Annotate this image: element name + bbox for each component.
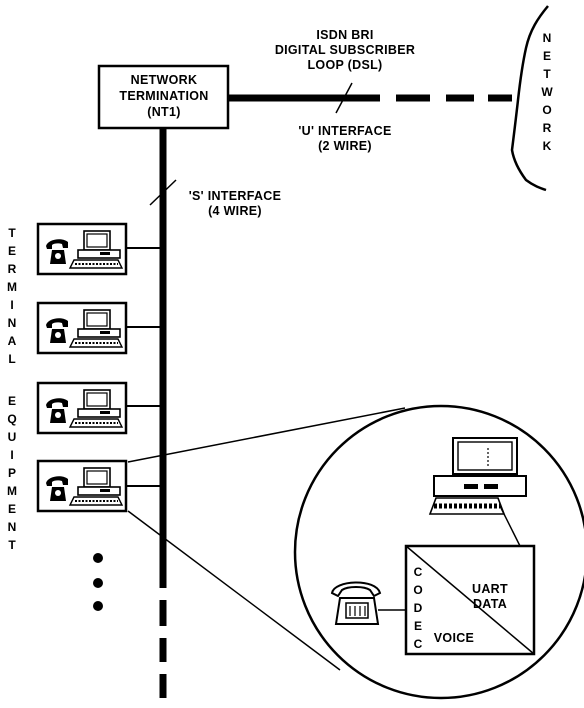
computer-cable	[499, 505, 521, 547]
codec-letter: E	[414, 619, 422, 633]
equipment-letter: E	[8, 394, 16, 408]
terminal-equipment-3	[36, 381, 163, 435]
s-interface-line1: 'S' INTERFACE	[189, 189, 282, 203]
network-label: N E T W O R K	[541, 31, 553, 153]
uart-label: UART DATA	[472, 582, 508, 611]
codec-label: C O D E C	[413, 565, 422, 651]
network-cloud-outline	[510, 5, 549, 192]
terminal-equipment-4	[36, 459, 163, 513]
s-interface-tick	[149, 179, 177, 206]
telephone-icon	[330, 581, 382, 625]
zoom-line-top	[127, 407, 406, 463]
terminal-letter: I	[10, 298, 13, 312]
s-interface-line2: (4 WIRE)	[208, 204, 262, 218]
nt1-label: NETWORK TERMINATION (NT1)	[119, 73, 208, 119]
dsl-label: ISDN BRI DIGITAL SUBSCRIBER LOOP (DSL)	[275, 28, 415, 72]
terminal-label: T E R M I N A L	[7, 226, 17, 366]
u-interface-line2: (2 WIRE)	[318, 139, 372, 153]
codec-letter: C	[414, 565, 423, 579]
network-letter: T	[543, 67, 551, 81]
network-letter: W	[541, 85, 553, 99]
nt1-label-line3: (NT1)	[147, 105, 180, 119]
network-letter: N	[543, 31, 552, 45]
u-interface-line1: 'U' INTERFACE	[298, 124, 391, 138]
more-terminals-dots	[93, 553, 103, 611]
equipment-letter: P	[8, 466, 16, 480]
terminal-equipment-1	[36, 222, 163, 276]
equipment-letter: T	[8, 538, 16, 552]
dsl-label-line3: LOOP (DSL)	[308, 58, 383, 72]
terminal-letter: N	[8, 316, 17, 330]
u-interface-tick	[335, 82, 353, 114]
voice-label: VOICE	[434, 631, 474, 645]
equipment-label: E Q U I P M E N T	[7, 394, 17, 552]
dsl-label-line2: DIGITAL SUBSCRIBER	[275, 43, 415, 57]
codec-letter: C	[414, 637, 423, 651]
codec-letter: D	[414, 601, 423, 615]
u-interface-label: 'U' INTERFACE (2 WIRE)	[298, 124, 391, 153]
zoom-line-bottom	[127, 510, 341, 671]
terminal-letter: T	[8, 226, 16, 240]
uart-label-line1: UART	[472, 582, 508, 596]
equipment-letter: Q	[7, 412, 16, 426]
codec-uart-divider	[405, 545, 535, 655]
terminal-letter: E	[8, 244, 16, 258]
equipment-letter: U	[8, 430, 17, 444]
equipment-letter: I	[10, 448, 13, 462]
network-letter: K	[543, 139, 552, 153]
nt1-label-line2: TERMINATION	[119, 89, 208, 103]
dsl-label-line1: ISDN BRI	[316, 28, 373, 42]
codec-letter: O	[413, 583, 422, 597]
terminal-letter: L	[8, 352, 15, 366]
network-letter: E	[543, 49, 551, 63]
terminal-letter: M	[7, 280, 17, 294]
network-letter: O	[542, 103, 551, 117]
computer-icon	[428, 437, 527, 515]
s-interface-label: 'S' INTERFACE (4 WIRE)	[189, 189, 282, 218]
network-letter: R	[543, 121, 552, 135]
equipment-letter: N	[8, 520, 17, 534]
terminal-letter: R	[8, 262, 17, 276]
equipment-letter: M	[7, 484, 17, 498]
terminal-letter: A	[8, 334, 17, 348]
nt1-label-line1: NETWORK	[131, 73, 198, 87]
terminal-equipment-2	[36, 301, 163, 355]
uart-label-line2: DATA	[473, 597, 507, 611]
equipment-letter: E	[8, 502, 16, 516]
